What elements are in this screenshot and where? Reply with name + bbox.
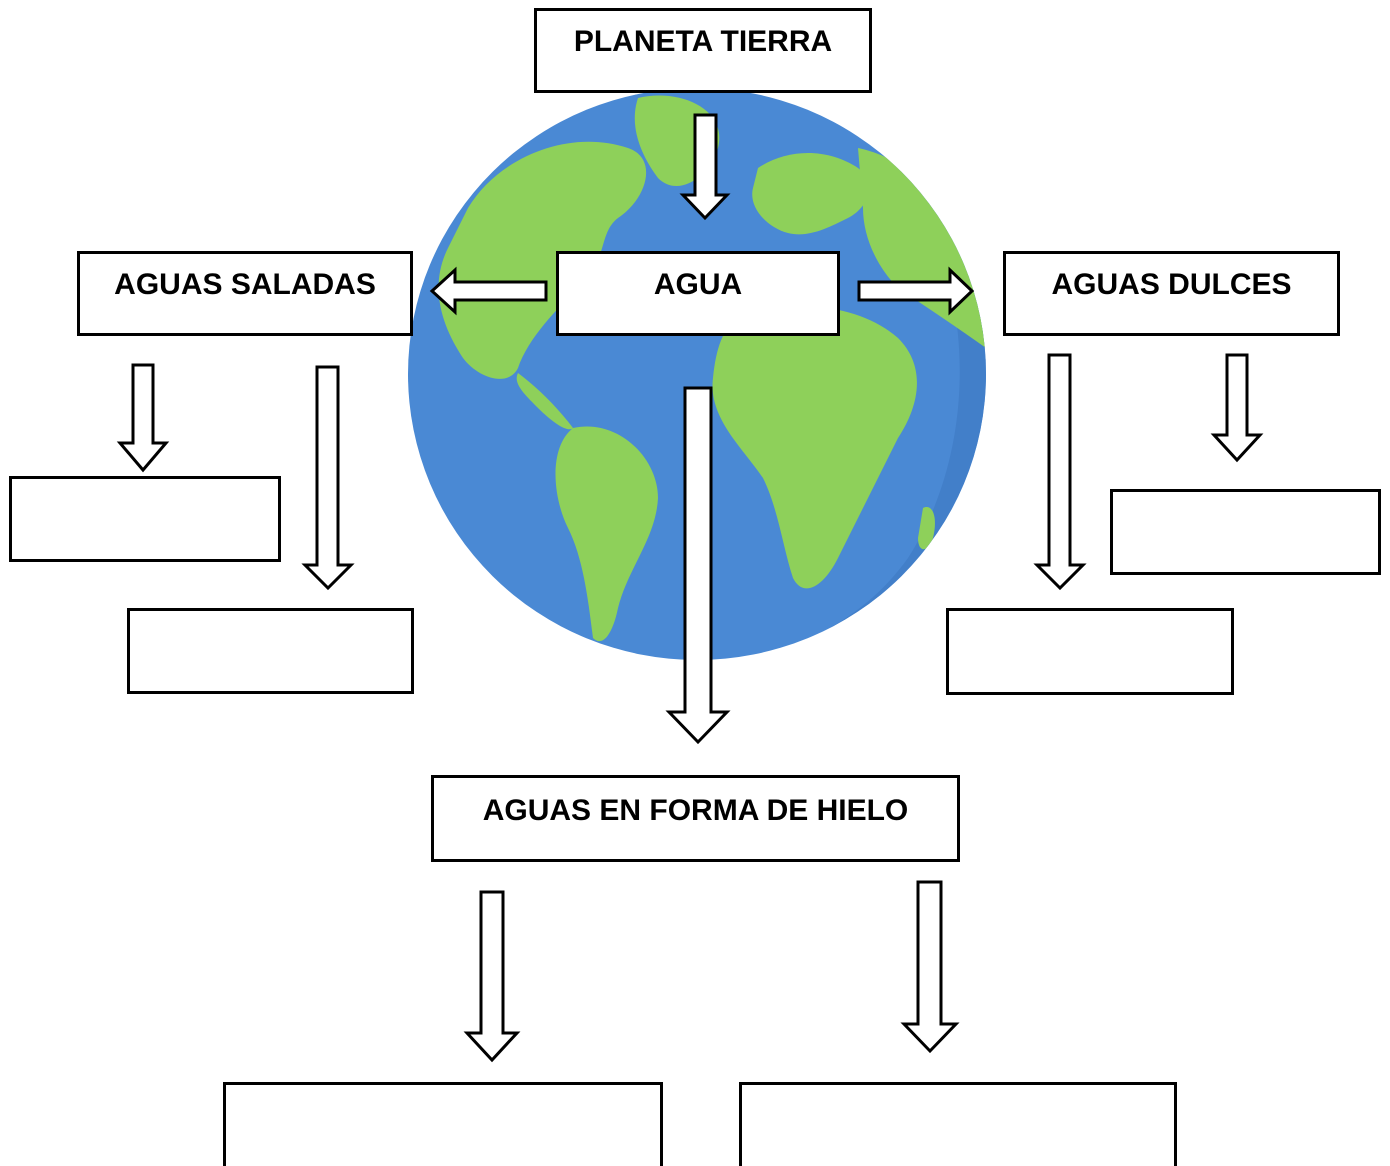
landmass-north-america	[438, 141, 647, 379]
landmass-madagascar	[918, 507, 935, 550]
arrow-down-dulces-right	[1210, 353, 1264, 463]
landmass-central-america	[516, 373, 573, 430]
blank-box-dulces-1[interactable]	[1110, 489, 1381, 575]
arrow-down-title-to-agua	[679, 113, 731, 221]
title-box-label: PLANETA TIERRA	[573, 25, 833, 58]
blank-box-saladas-1[interactable]	[9, 476, 281, 562]
left-box-aguas-saladas: AGUAS SALADAS	[77, 251, 413, 336]
landmass-south-america	[555, 426, 658, 642]
center-box-label: AGUA	[653, 268, 743, 301]
arrow-down-saladas-right	[301, 365, 355, 591]
arrow-down-hielo-right	[900, 880, 960, 1054]
landmass-africa	[712, 306, 917, 589]
right-box-label: AGUAS DULCES	[1051, 268, 1292, 301]
landmass-europe	[752, 153, 869, 235]
arrow-down-saladas-left	[116, 363, 170, 473]
title-box-planeta-tierra: PLANETA TIERRA	[534, 8, 872, 93]
arrow-down-dulces-left	[1033, 353, 1087, 591]
arrow-down-hielo-left	[463, 890, 521, 1063]
blank-box-hielo-2[interactable]	[739, 1082, 1177, 1166]
bottom-box-aguas-hielo: AGUAS EN FORMA DE HIELO	[431, 775, 960, 862]
blank-box-hielo-1[interactable]	[223, 1082, 663, 1166]
arrow-down-agua-to-hielo	[665, 386, 731, 745]
blank-box-saladas-2[interactable]	[127, 608, 414, 694]
arrow-left-agua-to-saladas	[429, 266, 548, 316]
bottom-box-label: AGUAS EN FORMA DE HIELO	[482, 794, 909, 827]
blank-box-dulces-2[interactable]	[946, 608, 1234, 695]
right-box-aguas-dulces: AGUAS DULCES	[1003, 251, 1340, 336]
left-box-label: AGUAS SALADAS	[114, 268, 376, 301]
arrow-right-agua-to-dulces	[857, 266, 975, 316]
globe-shade	[708, 88, 986, 660]
center-box-agua: AGUA	[556, 251, 840, 336]
